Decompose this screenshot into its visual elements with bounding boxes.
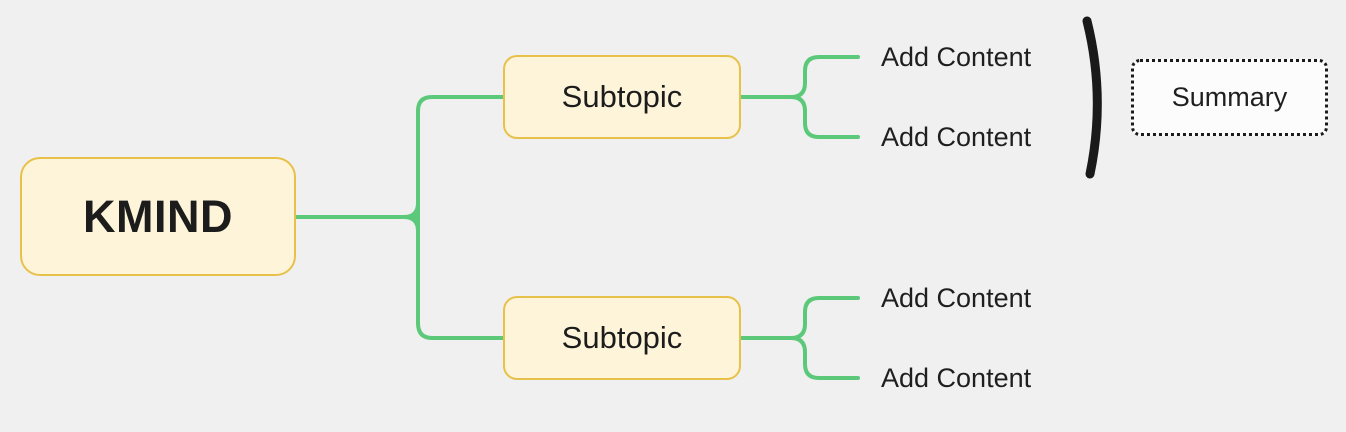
edge-root-trunk-lower (294, 215, 505, 340)
leaf-node-2[interactable]: Add Content (881, 124, 1031, 151)
leaf-node-1-label: Add Content (881, 42, 1032, 72)
branch-node-2[interactable]: Subtopic (503, 296, 741, 380)
branch-node-1-label: Subtopic (561, 79, 683, 114)
branch-node-1[interactable]: Subtopic (503, 55, 741, 139)
leaf-node-1[interactable]: Add Content (881, 44, 1031, 71)
leaf-node-4[interactable]: Add Content (881, 365, 1031, 392)
edge-root-to-branches (294, 109, 420, 325)
leaf-node-3-label: Add Content (881, 283, 1032, 313)
leaf-node-3[interactable]: Add Content (881, 285, 1031, 312)
leaf-node-4-label: Add Content (881, 363, 1032, 393)
root-node[interactable]: KMIND (20, 157, 296, 276)
edge-branch1-to-leaf2 (739, 95, 860, 139)
summary-node[interactable]: Summary (1131, 59, 1328, 136)
edge-branch2-to-leaf4 (739, 336, 860, 380)
branch-node-2-label: Subtopic (561, 320, 683, 355)
edge-branch1-to-leaf1 (739, 55, 860, 99)
root-node-label: KMIND (83, 190, 233, 242)
summary-bracket-icon (1082, 16, 1102, 179)
leaf-node-2-label: Add Content (881, 122, 1032, 152)
edge-root-trunk-upper (294, 95, 505, 219)
edge-branch2-to-leaf3 (739, 296, 860, 340)
summary-node-label: Summary (1171, 82, 1288, 112)
